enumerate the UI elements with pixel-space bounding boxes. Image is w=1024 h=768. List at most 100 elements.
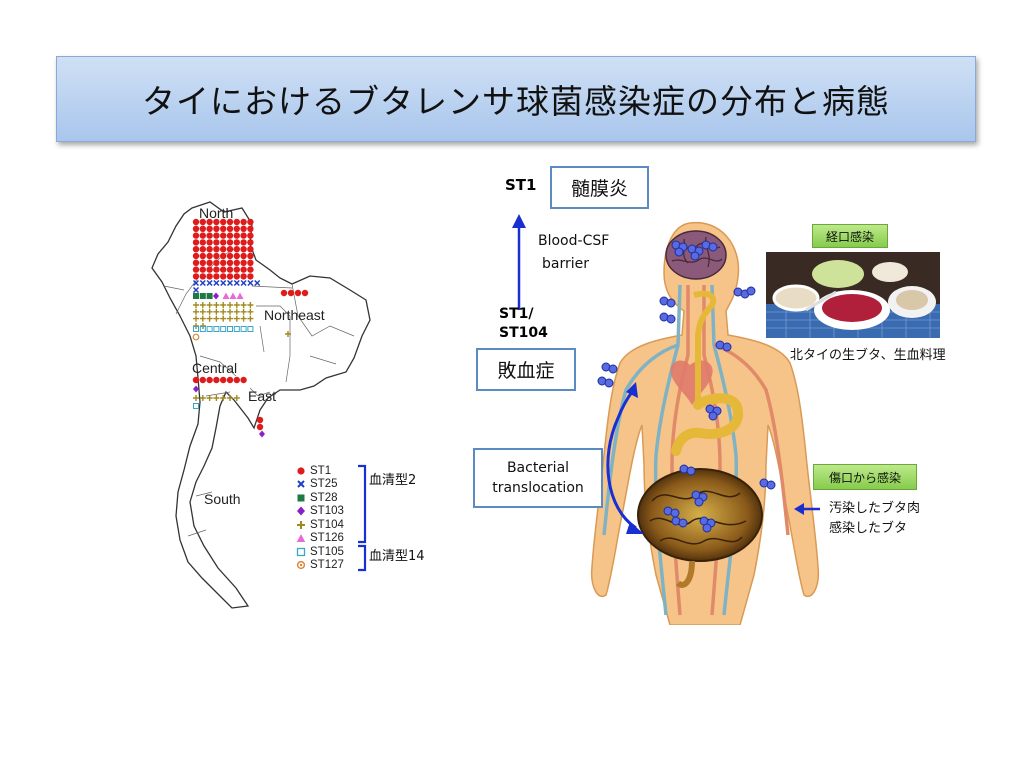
bacterium (674, 247, 684, 257)
case-mark-circle (220, 266, 227, 273)
case-mark-circle (220, 259, 227, 266)
case-mark-plus (213, 395, 220, 401)
case-mark-circle (206, 259, 213, 266)
case-mark-plus (199, 395, 206, 401)
serotype-14-label: 血清型14 (369, 549, 425, 564)
oral-infection-tag: 経口感染 (812, 224, 888, 248)
serotype-2-label: 血清型2 (369, 473, 417, 488)
bacterium (722, 342, 732, 352)
case-mark-plus (199, 302, 206, 308)
case-mark-plus (247, 315, 254, 322)
case-mark-circle (192, 239, 200, 246)
case-mark-circle (226, 232, 234, 239)
case-mark-plus (220, 302, 227, 308)
intestines (637, 468, 763, 588)
sepsis-box: 敗血症 (476, 348, 576, 391)
case-mark-plus (240, 315, 247, 322)
bacteria-mouth-cluster (733, 286, 756, 299)
blood-vessels (602, 284, 790, 616)
case-mark-circle (192, 252, 200, 260)
case-mark-cross (254, 279, 261, 287)
case-mark-circle (240, 218, 247, 226)
case-mark-plus (193, 308, 199, 315)
case-mark-circle (226, 266, 234, 273)
map-label-south: South (204, 491, 241, 507)
bacterium (678, 518, 688, 528)
case-mark-cross (233, 279, 240, 287)
legend-entry: ST1 (295, 464, 331, 477)
bcsf-label-line2: barrier (542, 256, 589, 272)
map-legend: ST1 ST25 ST28 ST103 ST104 ST126 ST105 ST… (295, 464, 365, 574)
case-mark-circle (240, 376, 247, 384)
case-mark-plus (199, 315, 206, 322)
case-mark-circle (206, 266, 213, 273)
case-mark-circle (199, 218, 206, 226)
case-mark-circle (240, 266, 247, 273)
case-mark-circle (220, 232, 227, 239)
case-mark-circle (192, 266, 200, 273)
case-mark-plus (233, 308, 240, 315)
case-mark-circle (206, 273, 213, 280)
map-label-northeast: Northeast (264, 307, 325, 323)
case-mark-circle (226, 246, 234, 253)
case-mark-circle (233, 218, 240, 226)
case-mark-circle (226, 259, 234, 266)
case-mark-circle (192, 376, 200, 384)
bacterial-translocation-box: Bacterial translocation (473, 448, 603, 508)
meningitis-box: 髄膜炎 (550, 166, 649, 209)
heart (670, 360, 713, 405)
case-mark-cross (213, 279, 220, 287)
case-mark-circle (226, 218, 234, 226)
case-mark-circle (247, 232, 254, 239)
case-mark-open-square (247, 326, 254, 332)
case-mark-circle (233, 232, 240, 239)
case-mark-diamond (193, 385, 199, 393)
case-mark-square (199, 293, 206, 299)
case-mark-circle (220, 225, 227, 232)
case-mark-circle (206, 225, 213, 232)
case-mark-plus (213, 315, 220, 322)
case-mark-plus (220, 308, 227, 315)
case-mark-circle (206, 232, 213, 239)
case-mark-open-square (240, 326, 247, 332)
case-mark-circle (192, 218, 200, 226)
st104-label: ST104 (499, 325, 548, 341)
slide-title-bar: タイにおけるブタレンサ球菌感染症の分布と病態 (56, 56, 976, 142)
st1-slash-label: ST1/ (499, 306, 534, 322)
case-mark-circle (199, 246, 206, 253)
case-mark-open-square (199, 326, 206, 332)
case-mark-circle (247, 259, 254, 266)
case-mark-circle (247, 246, 254, 253)
bacterium (666, 298, 676, 308)
case-mark-plus (227, 302, 233, 308)
case-mark-circle (226, 252, 234, 260)
case-mark-plus (227, 308, 233, 315)
case-mark-open-circle (192, 333, 200, 341)
wound-line1: 汚染したブタ肉 (829, 501, 921, 516)
case-mark-plus (220, 395, 227, 401)
slide-title: タイにおけるブタレンサ球菌感染症の分布と病態 (142, 82, 890, 121)
case-mark-circle (240, 232, 247, 239)
case-mark-circle (233, 266, 240, 273)
case-mark-circle (247, 273, 254, 280)
case-mark-diamond (213, 292, 219, 300)
case-mark-plus (285, 331, 291, 337)
case-mark-circle (256, 416, 264, 424)
case-mark-open-square (220, 326, 227, 332)
case-mark-plus (227, 395, 233, 401)
legend-entry: ST104 (295, 518, 344, 531)
case-mark-circle (192, 259, 200, 266)
bacterium (686, 466, 696, 476)
case-mark-cross (192, 279, 200, 287)
case-mark-circle (199, 376, 206, 384)
case-mark-circle (213, 273, 220, 280)
case-mark-circle (240, 259, 247, 266)
case-mark-open-square (227, 326, 233, 332)
case-mark-triangle (229, 292, 237, 299)
case-mark-circle (301, 289, 309, 297)
map-label-north: North (199, 205, 233, 221)
bacterium (666, 314, 676, 324)
case-marks (192, 218, 309, 438)
st1-top-label: ST1 (505, 176, 537, 194)
case-mark-circle (199, 266, 206, 273)
